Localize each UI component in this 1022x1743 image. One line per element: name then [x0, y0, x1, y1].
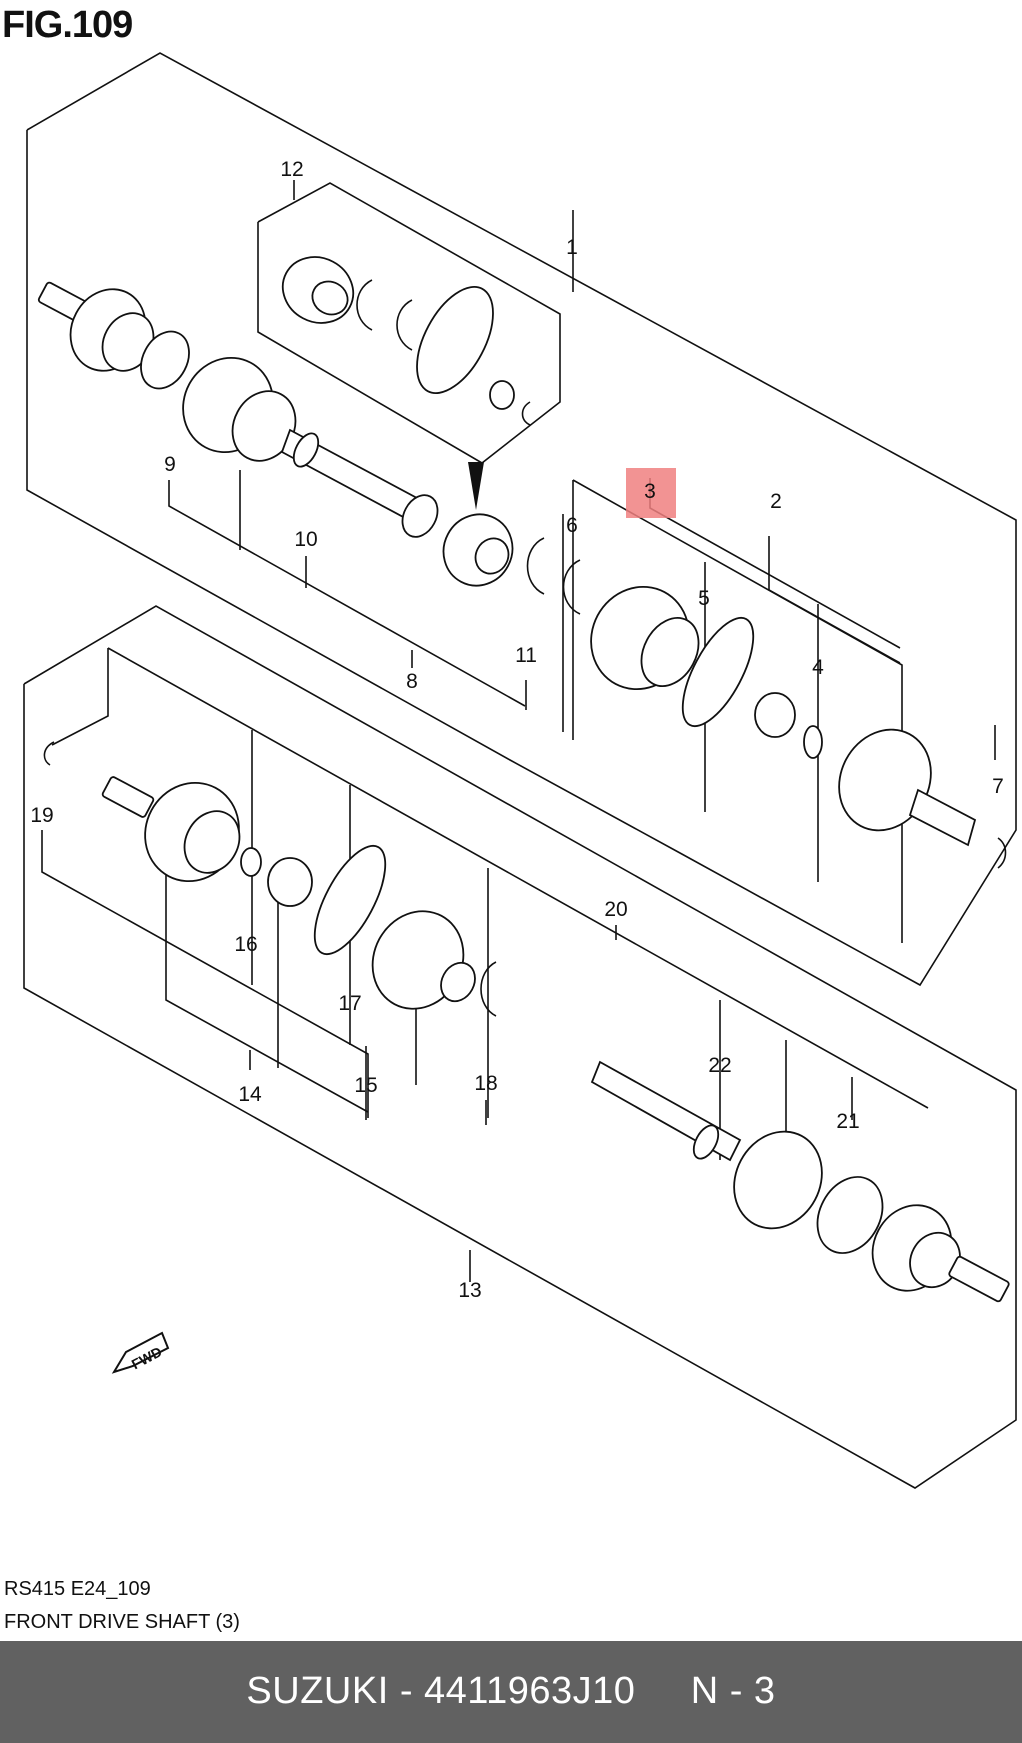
callout-11: 11 [515, 644, 537, 667]
parts-diagram: FWD 12 1 3 2 6 5 4 7 9 10 11 8 19 20 16 … [23, 52, 1017, 1489]
fwd-arrow-icon: FWD [111, 1331, 170, 1374]
kit-box-parts [281, 256, 531, 426]
callout-5: 5 [698, 587, 710, 610]
callout-9: 9 [164, 453, 176, 476]
callout-17: 17 [338, 992, 361, 1015]
callout-7: 7 [992, 775, 1004, 798]
callout-20: 20 [604, 898, 627, 921]
figure-title: FIG.109 [2, 4, 133, 46]
callout-4: 4 [812, 656, 824, 679]
callout-8: 8 [406, 670, 418, 693]
callout-1: 1 [566, 236, 578, 259]
callout-13: 13 [458, 1279, 481, 1302]
callout-10: 10 [294, 528, 317, 551]
callout-19: 19 [30, 804, 53, 827]
callout-2: 2 [770, 490, 782, 513]
diagram-name: FRONT DRIVE SHAFT (3) [4, 1611, 240, 1633]
upper-bracket-lines [168, 180, 996, 943]
kit-box-outline [257, 182, 561, 464]
pointer-arrow [468, 462, 484, 510]
callout-21: 21 [836, 1110, 859, 1133]
callout-22: 22 [708, 1054, 731, 1077]
lower-inner-parts [43, 741, 497, 1017]
callout-12: 12 [280, 158, 303, 181]
callout-labels: 12 1 3 2 6 5 4 7 9 10 11 8 19 20 16 17 2… [30, 158, 1004, 1302]
callout-6: 6 [566, 514, 578, 537]
upper-assembly-outline [26, 52, 1017, 987]
part-number-text: SUZUKI - 4411963J10 N - 3 [246, 1670, 776, 1712]
outer-cv-joint-lower [590, 1060, 1010, 1303]
lower-assembly-outline [23, 605, 1017, 1489]
upper-inner-parts [442, 513, 1007, 869]
callout-14: 14 [238, 1083, 262, 1106]
part-footer-bar: SUZUKI - 4411963J10 N - 3 [0, 1641, 1022, 1743]
diagram-code: RS415 E24_109 [4, 1578, 151, 1600]
callout-3-highlight [626, 468, 676, 518]
callout-3: 3 [644, 480, 656, 503]
callout-18: 18 [474, 1072, 497, 1095]
outer-cv-joint-upper [37, 281, 439, 538]
callout-15: 15 [354, 1074, 377, 1097]
callout-16: 16 [234, 933, 257, 956]
